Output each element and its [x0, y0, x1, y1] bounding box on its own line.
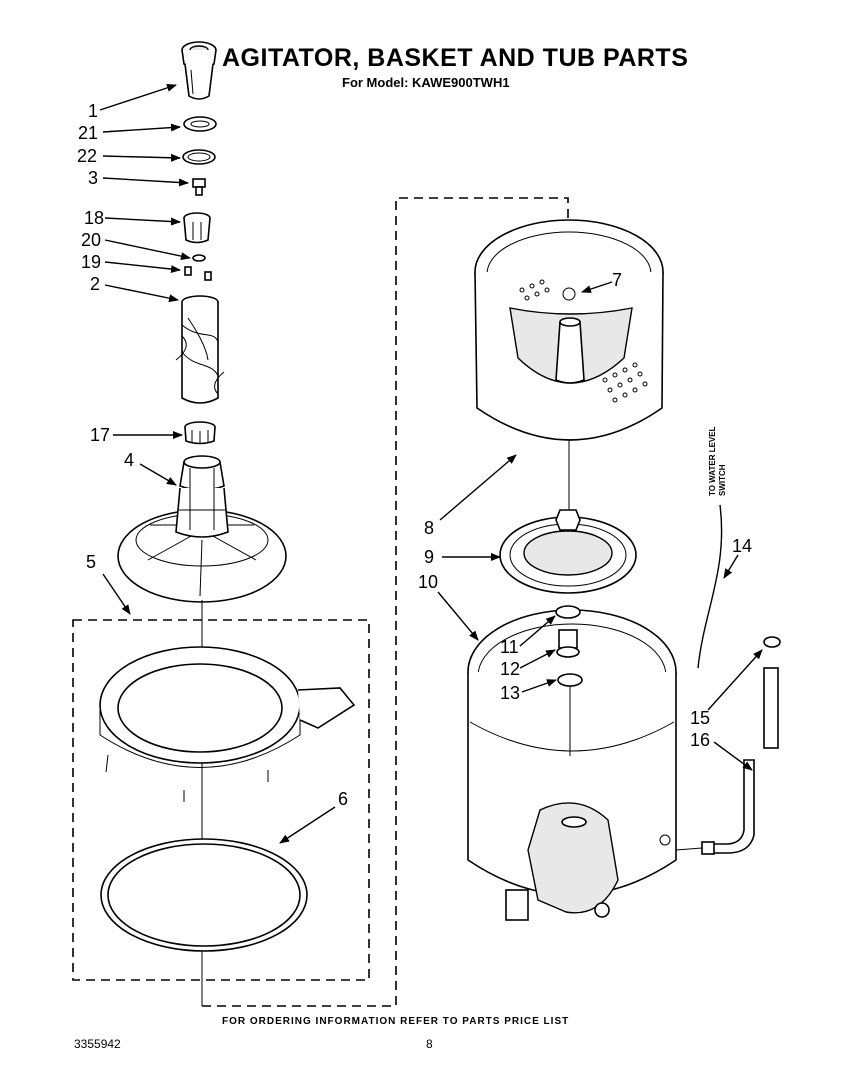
callout-14: 14 — [732, 536, 752, 556]
part-21-ring — [183, 116, 217, 132]
part-15-clamp — [763, 636, 781, 648]
part-4-agitator-base — [117, 455, 287, 603]
callout-8: 8 — [424, 518, 434, 538]
part-1-agitator-cap — [181, 41, 217, 100]
callout-16: 16 — [690, 730, 710, 750]
part-19-dogs — [184, 266, 212, 281]
part-8-basket — [474, 219, 664, 441]
part-3-bolt — [192, 178, 206, 196]
callout-21: 21 — [78, 123, 98, 143]
callout-4: 4 — [124, 450, 134, 470]
callout-9: 9 — [424, 547, 434, 567]
document-number: 3355942 — [74, 1037, 121, 1051]
part-16-drain-hose — [675, 667, 779, 855]
callout-15: 15 — [690, 708, 710, 728]
part-5-group-box — [72, 619, 370, 981]
part-18-dog-cam — [183, 212, 211, 244]
model-subtitle: For Model: KAWE900TWH1 — [342, 75, 510, 90]
callout-17: 17 — [90, 425, 110, 445]
part-17-drive-bell — [184, 421, 216, 445]
page-title: AGITATOR, BASKET AND TUB PARTS — [222, 44, 688, 72]
callout-6: 6 — [338, 789, 348, 809]
callout-19: 19 — [81, 252, 101, 272]
part-22-seal — [182, 149, 216, 165]
callout-18: 18 — [84, 208, 104, 228]
part-14-pressure-hose — [697, 504, 723, 669]
ordering-note: FOR ORDERING INFORMATION REFER TO PARTS … — [222, 1016, 569, 1027]
page-number: 8 — [426, 1037, 433, 1051]
part-6-tub-gasket — [100, 838, 308, 952]
callout-5: 5 — [86, 552, 96, 572]
side-note-line-2: SWITCH — [718, 464, 727, 496]
callout-12: 12 — [500, 659, 520, 679]
callout-7: 7 — [612, 270, 622, 290]
water-level-switch-note: TO WATER LEVEL SWITCH — [708, 426, 727, 496]
parts-11-12-13-stack — [555, 605, 583, 756]
callout-13: 13 — [500, 683, 520, 703]
part-5-tub-ring — [99, 646, 356, 802]
part-10-outer-tub — [467, 609, 677, 921]
leader-lines — [99, 84, 763, 844]
callout-3: 3 — [88, 168, 98, 188]
side-note-line-1: TO WATER LEVEL — [708, 426, 717, 496]
callout-1: 1 — [88, 101, 98, 121]
part-2-auger — [175, 295, 225, 404]
callout-22: 22 — [77, 146, 97, 166]
callout-2: 2 — [90, 274, 100, 294]
part-20-washer — [192, 254, 206, 262]
callout-10: 10 — [418, 572, 438, 592]
callout-11: 11 — [500, 637, 519, 657]
basket-holes — [519, 279, 648, 403]
callout-20: 20 — [81, 230, 101, 250]
part-9-spin-ring — [499, 509, 637, 594]
